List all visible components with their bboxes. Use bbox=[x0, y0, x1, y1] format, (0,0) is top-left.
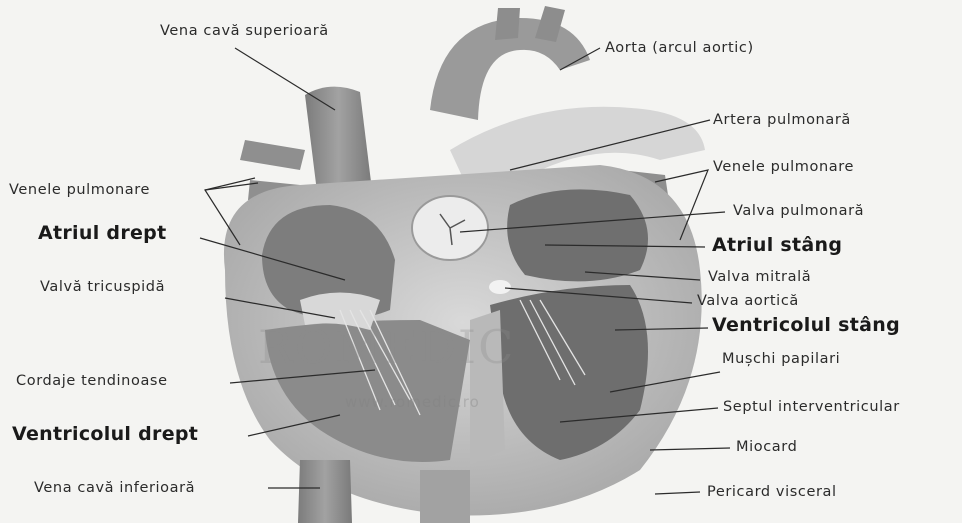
label-vena-cava-superioara: Vena cavă superioară bbox=[160, 24, 329, 39]
label-venele-pulmonare-dreapta: Venele pulmonare bbox=[713, 160, 854, 175]
label-valva-pulmonara: Valva pulmonară bbox=[733, 204, 864, 219]
left-atrium-shape bbox=[507, 189, 648, 281]
label-artera-pulmonara: Artera pulmonară bbox=[713, 113, 851, 128]
label-valva-tricuspida: Valvă tricuspidă bbox=[40, 280, 165, 295]
label-ventricolul-stang: Ventricolul stâng bbox=[712, 316, 900, 335]
label-muschi-papilari: Mușchi papilari bbox=[722, 352, 840, 367]
label-atriul-drept: Atriul drept bbox=[38, 224, 166, 243]
label-miocard: Miocard bbox=[736, 440, 797, 455]
label-valva-aortica: Valva aortică bbox=[697, 294, 799, 309]
label-ventricolul-drept: Ventricolul drept bbox=[12, 425, 198, 444]
leader-vena-cava-superioara bbox=[235, 48, 335, 110]
label-aorta: Aorta (arcul aortic) bbox=[605, 41, 754, 56]
inferior-vena-cava-shape bbox=[298, 460, 352, 523]
label-atriul-stang: Atriul stâng bbox=[712, 236, 842, 255]
label-valva-mitrala: Valva mitrală bbox=[708, 270, 811, 285]
leader-miocard bbox=[650, 448, 730, 450]
label-pericard-visceral: Pericard visceral bbox=[707, 485, 837, 500]
label-vena-cava-inferioara: Vena cavă inferioară bbox=[34, 481, 195, 496]
aortic-valve-shape bbox=[489, 280, 511, 294]
watermark-logo: ROMEDIC bbox=[258, 320, 515, 374]
leader-pericard-visceral bbox=[655, 492, 700, 494]
label-venele-pulmonare-stanga: Venele pulmonare bbox=[9, 183, 150, 198]
label-cordaje-tendinoase: Cordaje tendinoase bbox=[16, 374, 168, 389]
watermark-url: www.romedic.ro bbox=[345, 393, 480, 411]
label-septul-interventricular: Septul interventricular bbox=[723, 400, 900, 415]
descending-aorta-shape bbox=[420, 470, 470, 523]
